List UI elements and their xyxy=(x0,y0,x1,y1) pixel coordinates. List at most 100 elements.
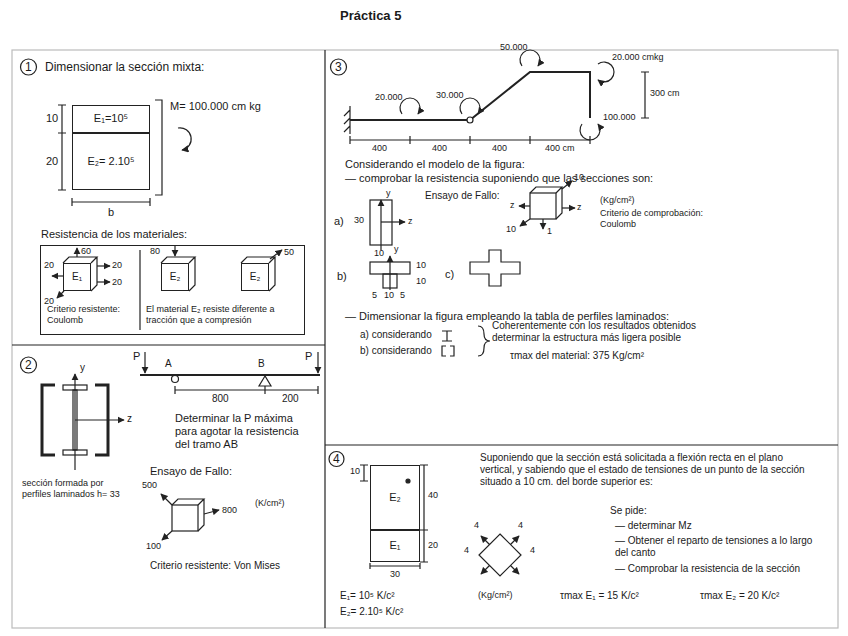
section-layer: E₂= 2.10⁵ xyxy=(72,133,150,190)
annotation-text: 60 xyxy=(81,246,91,257)
section-layer: E₂ xyxy=(370,465,420,530)
annotation-text: y xyxy=(80,362,85,374)
annotation-text: 5 xyxy=(400,290,405,301)
annotation-text: Suponiendo que la sección está solicitad… xyxy=(480,452,820,488)
annotation-text: 20 xyxy=(428,540,438,551)
annotation-text: Determinar la P máxima para agotar la re… xyxy=(175,412,315,452)
annotation-text: 50.000 xyxy=(500,42,528,53)
annotation-text: E₂= 2.10⁵ K/c² xyxy=(340,606,403,618)
annotation-text: 50 xyxy=(284,247,294,258)
annotation-text: Considerando el modelo de la figura: xyxy=(345,158,525,171)
stress-cube xyxy=(97,265,110,266)
frame-structure xyxy=(344,50,649,144)
mixed-section-dimensions xyxy=(155,100,162,195)
failure-cube xyxy=(520,219,530,226)
stress-cube xyxy=(52,275,63,276)
failure-cube xyxy=(530,193,556,219)
annotation-text: B xyxy=(258,358,265,370)
annotation-text: 30.000 xyxy=(436,90,464,101)
mixed-section-dimensions xyxy=(58,100,191,206)
failure-cube xyxy=(162,531,172,540)
annotation-text: 20.000 cmkg xyxy=(612,52,664,63)
annotation-text: 4 xyxy=(464,545,469,556)
failure-cube xyxy=(542,219,543,229)
annotation-text: 80 xyxy=(150,246,160,257)
annotation-text: 10 xyxy=(416,260,426,271)
mixed-section-dimensions xyxy=(178,128,191,150)
frame-structure xyxy=(641,72,649,118)
box-label: E₁=10⁵ xyxy=(94,112,128,125)
annotation-text: b) xyxy=(337,270,347,283)
annotation-text: 400 xyxy=(432,143,447,154)
annotation-text: 40 xyxy=(428,490,438,501)
box-note: El material E₂ resiste diferente a tracc… xyxy=(146,304,301,326)
annotation-text: Criterio resistente: Von Mises xyxy=(150,560,280,572)
stress-cube xyxy=(57,291,64,298)
cross-sections xyxy=(389,256,390,290)
annotation-text: 400 cm xyxy=(545,143,575,154)
problem-number: 2 xyxy=(25,358,32,372)
annotation-text: 4 xyxy=(530,545,535,556)
stress-cube xyxy=(270,250,282,259)
number-circle xyxy=(329,452,344,467)
stress-cube xyxy=(241,257,275,291)
failure-cube xyxy=(161,494,172,505)
stress-element xyxy=(481,566,490,575)
stress-cube: E₂ xyxy=(161,263,189,291)
number-circle xyxy=(21,59,347,467)
mixed-section-dimensions xyxy=(72,198,150,206)
stress-element xyxy=(511,566,520,575)
annotation-text: a) considerando xyxy=(360,329,432,341)
failure-cube xyxy=(530,187,562,219)
annotation-text: Coherentemente con los resultados obteni… xyxy=(492,320,722,344)
annotation-text: 10 xyxy=(574,172,584,183)
annotation-text: 400 xyxy=(492,143,507,154)
annotation-text: z xyxy=(127,413,132,425)
annotation-text: 5 xyxy=(372,290,377,301)
failure-cube xyxy=(519,181,575,229)
failure-cube xyxy=(172,499,204,531)
beam-diagram xyxy=(172,376,179,383)
annotation-text: 400 xyxy=(372,143,387,154)
built-up-section xyxy=(42,374,124,470)
box-note: Criterio resistente: Coulomb xyxy=(47,304,139,326)
annotation-text: τmax E₁ = 15 K/c² xyxy=(560,590,639,602)
box-label: E₁ xyxy=(72,271,82,283)
profile-symbol xyxy=(442,346,454,356)
annotation-text: 4 xyxy=(518,520,523,531)
cross-sections xyxy=(381,221,405,222)
stress-cube xyxy=(161,257,195,291)
annotation-text: 100.000 xyxy=(603,112,636,123)
box-label: E₂ xyxy=(250,271,261,283)
number-circle xyxy=(21,59,37,75)
stress-element xyxy=(511,536,520,545)
panel-frame xyxy=(12,344,325,345)
failure-cube xyxy=(519,205,530,206)
frame-structure xyxy=(598,62,614,82)
annotation-text: 10 xyxy=(46,112,58,125)
annotation-text: (Kg/cm²) xyxy=(600,195,635,206)
box-label: E₂ xyxy=(389,491,401,504)
annotation-text: E₁= 10⁵ K/c² xyxy=(340,590,395,602)
failure-cube xyxy=(172,505,198,531)
annotation-text: 20.000 xyxy=(375,92,403,103)
frame-structure xyxy=(400,98,420,114)
annotation-text: 20 xyxy=(112,260,122,271)
frame-structure xyxy=(350,72,590,120)
profile-symbol xyxy=(442,326,490,356)
annotation-text: 20 xyxy=(44,296,54,307)
annotation-text: 30 xyxy=(390,569,400,580)
annotation-text: Dimensionar la sección mixta: xyxy=(45,60,204,74)
composite-section-dimensions xyxy=(370,563,420,569)
annotation-text: — Comprobar la resistencia de la sección xyxy=(615,563,800,575)
composite-section-dimensions xyxy=(406,479,410,483)
cross-sections xyxy=(470,250,520,286)
annotation-text: z xyxy=(510,200,515,211)
frame-structure xyxy=(344,106,350,134)
built-up-section xyxy=(42,385,55,455)
annotation-text: z xyxy=(408,216,413,227)
mixed-section-dimensions xyxy=(58,105,66,190)
box-label: E₁ xyxy=(389,539,400,552)
annotation-text: M= 100.000 cm kg xyxy=(170,100,261,113)
